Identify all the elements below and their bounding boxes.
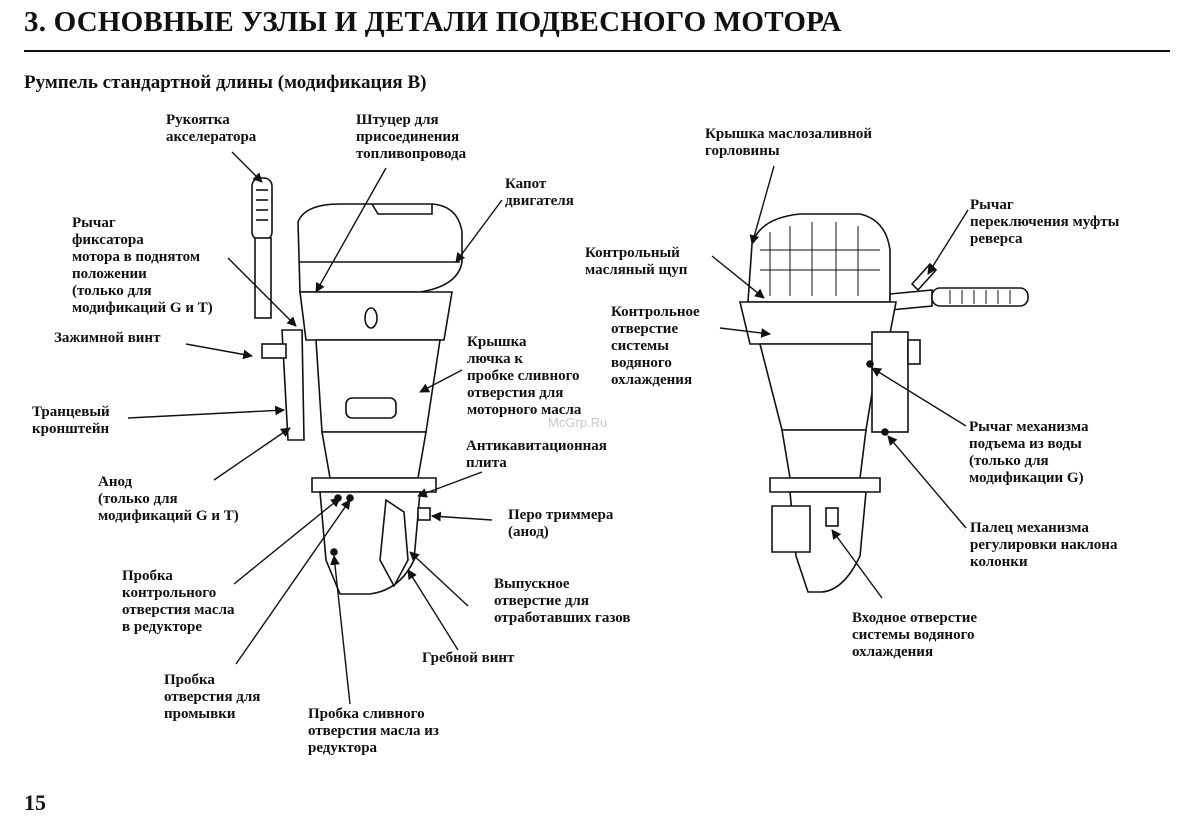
engine-block [747,213,891,303]
label-anti-cavitation-plate: Антикавитационная плита [466,438,607,471]
left-motor-illustration [251,177,463,595]
label-exhaust-outlet: Выпускное отверстие для отработавших газ… [494,576,631,626]
watermark: McGrp.Ru [548,415,608,430]
right-motor-illustration [738,213,1029,593]
label-anode: Анод (только для модификаций G и T) [98,474,239,524]
label-transom-bracket: Транцевый кронштейн [32,404,110,437]
label-tilt-lever: Рычаг механизма подъема из воды (только … [969,419,1089,486]
propeller-shape [379,498,409,588]
label-gear-oil-drain-plug: Пробка сливного отверстия масла из редук… [308,706,439,756]
label-engine-cover: Капот двигателя [505,176,574,209]
label-fuel-connector: Штуцер для присоединения топливопровода [356,112,467,162]
label-trim-pin: Палец механизма регулировки наклона коло… [970,520,1118,570]
right-bracket [871,331,909,433]
label-cooling-check-hole: Контрольное отверстие системы водяного о… [611,304,700,388]
right-tiller [889,289,933,311]
label-shift-lever: Рычаг переключения муфты реверса [970,197,1120,247]
cowl-shape [297,203,463,293]
label-flush-plug: Пробка отверстия для промывки [164,672,261,722]
label-clamp-screw: Зажимной винт [54,330,161,346]
section-subtitle: Румпель стандартной длины (модификация B… [24,72,427,93]
tiller-arm [254,237,272,319]
right-propeller [771,505,811,553]
label-dipstick: Контрольный масляный щуп [585,245,688,278]
label-propeller: Гребной винт [422,650,515,666]
label-water-intake: Входное отверстие системы водяного охлаж… [852,610,978,660]
label-oil-drain-cover: Крышка лючка к пробке сливного отверстия… [467,334,582,418]
tiller-grip [251,177,273,241]
label-oil-filler-cap: Крышка маслозаливной горловины [705,126,873,159]
anti-cavitation-plate-shape [311,477,437,493]
right-tiller-grip [931,287,1029,307]
leader-lines [127,151,969,705]
page-title: 3. ОСНОВНЫЕ УЗЛЫ И ДЕТАЛИ ПОДВЕСНОГО МОТ… [24,6,842,38]
label-gear-oil-level-plug: Пробка контрольного отверстия масла в ре… [122,568,235,635]
label-throttle-grip: Рукоятка акселератора [166,112,257,145]
label-tilt-lock-lever: Рычаг фиксатора мотора в поднятом положе… [72,215,213,316]
title-rule [24,50,1170,52]
page-number: 15 [24,790,46,815]
label-trim-tab: Перо триммера (анод) [508,507,614,540]
transom-bracket-shape [281,329,305,441]
